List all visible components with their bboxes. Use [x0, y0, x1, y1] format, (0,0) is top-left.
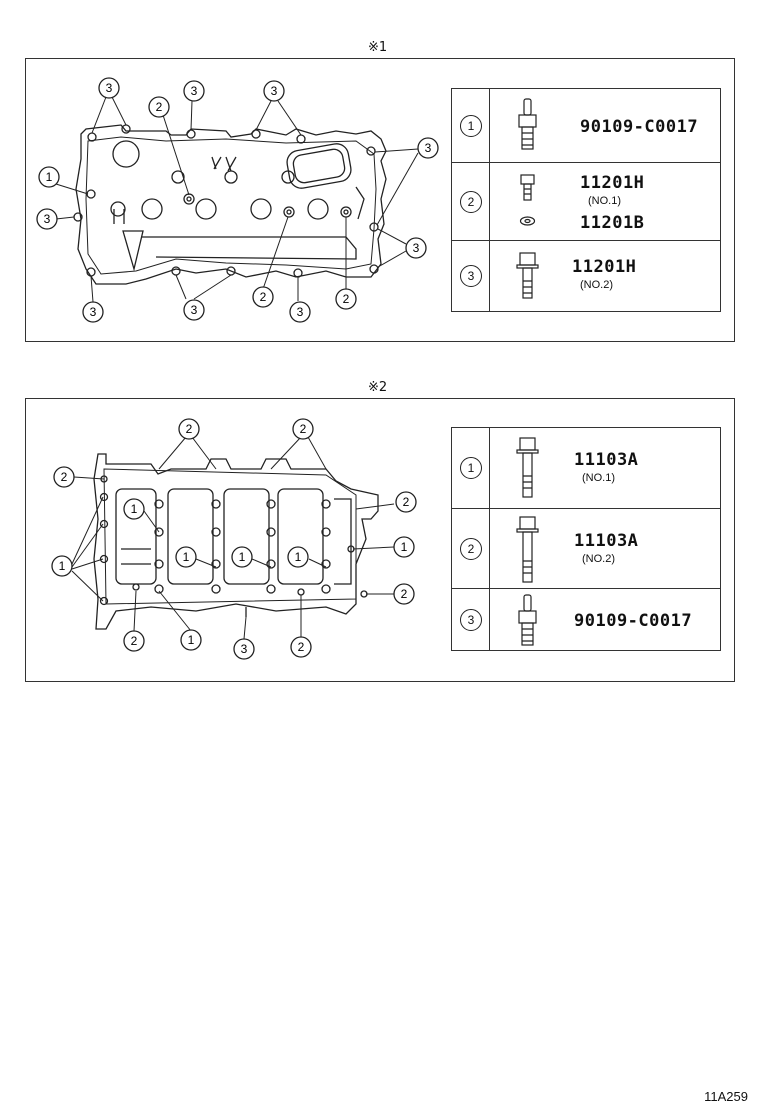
callout: 1 [287, 546, 309, 568]
legend-row: 1 90109-C0017 [452, 89, 720, 162]
callout-label: 2 [343, 292, 350, 306]
callout: 1 [123, 498, 145, 520]
cylinder-block-drawing: 2 2 2 2 1 1 1 1 1 1 1 2 2 3 2 [51, 418, 417, 660]
callout: 3 [263, 80, 285, 102]
callout-label: 2 [61, 470, 68, 484]
callout-label: 3 [191, 84, 198, 98]
part-number: 11103A [574, 531, 639, 551]
part-number: 11201B [580, 213, 645, 233]
callout: 2 [395, 491, 417, 513]
callout-label: 3 [425, 141, 432, 155]
part-number: 11103A [574, 450, 639, 470]
callout: 2 [290, 636, 312, 658]
section-1-panel: 3 3 3 2 1 3 3 3 3 2 3 2 3 1 90109-C0017 … [25, 58, 735, 342]
callout-label: 2 [260, 290, 267, 304]
callout-label: 1 [239, 550, 246, 564]
legend-row: 3 11201H (NO.2) [452, 240, 720, 312]
callout-label: 3 [106, 81, 113, 95]
callout-label: 3 [241, 642, 248, 656]
callout-label: 3 [271, 84, 278, 98]
legend-row: 2 11201H (NO.1) 11201B [452, 162, 720, 241]
callout: 1 [180, 629, 202, 651]
callout-label: 1 [46, 170, 53, 184]
callout: 2 [123, 630, 145, 652]
callout: 1 [231, 546, 253, 568]
callout: 3 [289, 301, 311, 323]
part-number: 11201H [580, 173, 645, 193]
callout-label: 2 [156, 100, 163, 114]
callout: 2 [178, 418, 200, 440]
stud-bolt-icon [518, 98, 537, 150]
callout-label: 1 [401, 540, 408, 554]
long-bolt-icon [516, 516, 539, 583]
callout-label: 3 [413, 241, 420, 255]
stud-bolt-icon [518, 594, 537, 646]
callout-label: 1 [183, 550, 190, 564]
callout-label: 3 [297, 305, 304, 319]
callout: 3 [82, 301, 104, 323]
callout-label: 3 [191, 303, 198, 317]
legend-row: 2 11103A (NO.2) [452, 508, 720, 589]
callout: 3 [183, 299, 205, 321]
callouts-section-1: 3 3 3 2 1 3 3 3 3 2 3 2 3 [36, 77, 439, 323]
callout: 3 [233, 638, 255, 660]
callout: 1 [175, 546, 197, 568]
callout-label: 2 [186, 422, 193, 436]
callout-label: 2 [401, 587, 408, 601]
part-sub: (NO.1) [582, 472, 615, 484]
callout: 2 [393, 583, 415, 605]
callout: 3 [183, 80, 205, 102]
legend-number: 1 [460, 115, 482, 137]
legend-number: 3 [460, 265, 482, 287]
callout-label: 2 [300, 422, 307, 436]
callout-label: 1 [59, 559, 66, 573]
part-sub: (NO.2) [582, 553, 615, 565]
part-number: 90109-C0017 [580, 117, 699, 137]
callout: 2 [53, 466, 75, 488]
callouts-section-2: 2 2 2 2 1 1 1 1 1 1 1 2 2 3 2 [51, 418, 417, 660]
callout: 2 [148, 96, 170, 118]
callout-label: 2 [298, 640, 305, 654]
callout-label: 1 [295, 550, 302, 564]
legend-number: 3 [460, 609, 482, 631]
part-sub: (NO.1) [588, 195, 621, 207]
callout: 2 [292, 418, 314, 440]
legend-number: 2 [460, 538, 482, 560]
part-number: 11201H [572, 257, 637, 277]
flange-bolt-icon [516, 252, 539, 299]
parts-legend-2: 1 11103A (NO.1) 2 11103A (NO.2) 3 90109-… [451, 427, 721, 651]
legend-number: 2 [460, 191, 482, 213]
callout-label: 1 [131, 502, 138, 516]
callout: 3 [98, 77, 120, 99]
legend-row: 1 11103A (NO.1) [452, 428, 720, 508]
section-2-mark: ※2 [368, 380, 388, 395]
callout-label: 2 [131, 634, 138, 648]
cylinder-head-cover-drawing: 3 3 3 2 1 3 3 3 3 2 3 2 3 [36, 77, 439, 323]
callout: 3 [405, 237, 427, 259]
callout-label: 3 [90, 305, 97, 319]
legend-number: 1 [460, 457, 482, 479]
part-sub: (NO.2) [580, 279, 613, 291]
callout: 1 [51, 555, 73, 577]
callout-label: 1 [188, 633, 195, 647]
bolt-washer-icon [519, 174, 536, 226]
part-number: 90109-C0017 [574, 611, 693, 631]
section-2-panel: 2 2 2 2 1 1 1 1 1 1 1 2 2 3 2 1 11103A (… [25, 398, 735, 682]
callout: 3 [417, 137, 439, 159]
callout: 3 [36, 208, 58, 230]
callout: 1 [393, 536, 415, 558]
callout: 2 [335, 288, 357, 310]
diagram-reference: 11A259 [704, 1089, 748, 1104]
callout-label: 3 [44, 212, 51, 226]
section-1-mark: ※1 [368, 40, 388, 55]
callout: 2 [252, 286, 274, 308]
flange-bolt-icon [516, 437, 539, 498]
legend-row: 3 90109-C0017 [452, 588, 720, 651]
callout: 1 [38, 166, 60, 188]
callout-label: 2 [403, 495, 410, 509]
parts-legend-1: 1 90109-C0017 2 11201H (NO.1) 11201B 3 1… [451, 88, 721, 312]
